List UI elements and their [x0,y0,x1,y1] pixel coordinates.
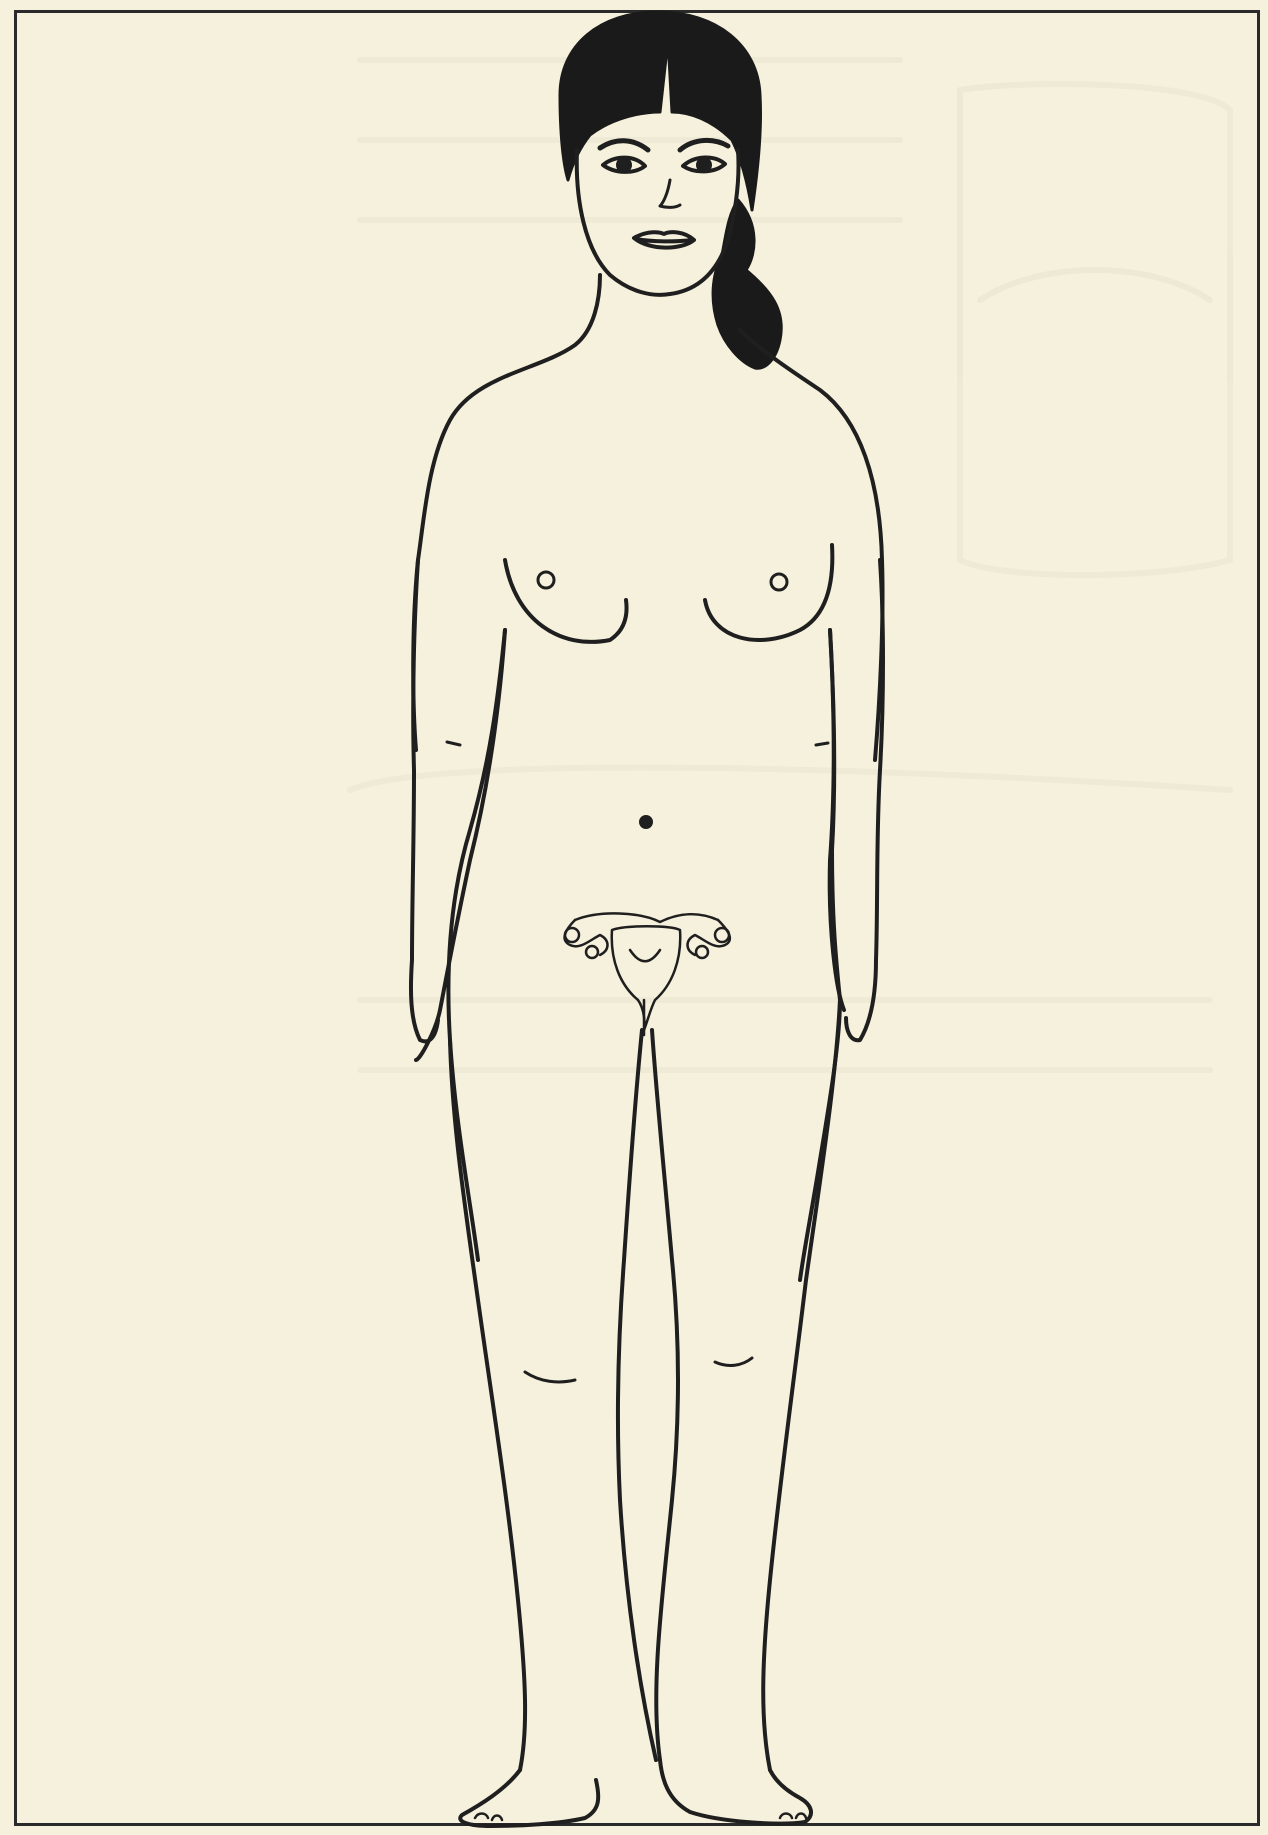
breast-left [505,560,627,642]
elbow-right [816,743,828,745]
knee-left [525,1372,575,1382]
nose [660,180,680,207]
knee-right [715,1358,752,1365]
inner-leg-left [618,1030,656,1760]
toes-left [475,1814,502,1821]
lips [634,232,694,247]
nipple-right [771,574,787,590]
foot-left [460,1770,598,1826]
outer-leg-right [763,1000,840,1770]
torso-right [740,330,883,760]
show-through-marks [350,60,1230,1070]
pupil-right [698,159,710,171]
torso-left [413,275,600,750]
uterus-illustration [565,913,730,1035]
navel [641,817,651,827]
inner-leg-right [652,1030,678,1760]
breast-right [705,545,832,640]
arm-left [411,560,505,1060]
hair [560,12,761,210]
elbow-left [447,742,460,745]
nipple-left [538,572,554,588]
ponytail [713,200,781,368]
toes-right [780,1814,806,1819]
pupil-left [618,159,630,171]
